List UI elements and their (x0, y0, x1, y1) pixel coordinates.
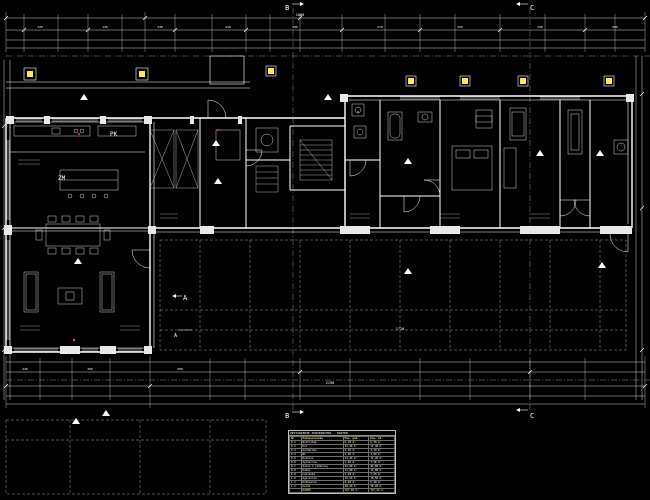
garage-dimension-label: 1720 (396, 327, 404, 331)
svg-text:120: 120 (102, 25, 108, 29)
axis-marker-b-top: B (285, 2, 304, 12)
roof-vent-accents (27, 68, 612, 84)
svg-text:250: 250 (457, 25, 463, 29)
overall-dimension-label: 1800 (296, 13, 304, 17)
svg-text:C: C (530, 412, 534, 420)
roof-vents (23, 55, 615, 87)
area-table-total-cell: RAZEM (300, 488, 344, 493)
section-markers: A A (172, 294, 192, 339)
svg-text:B: B (285, 412, 289, 420)
svg-text:410: 410 (225, 25, 231, 29)
svg-text:360: 360 (87, 367, 93, 371)
dimension-lines-top (3, 12, 648, 52)
svg-text:C: C (530, 4, 534, 12)
dimension-labels-bottom: 2190 1720 420 360 480 (22, 327, 404, 385)
section-marker-a: A (172, 294, 188, 302)
dimension-labels-top: 1800 320 120 330 410 290 370 250 340 600 (37, 13, 618, 29)
accent-points (72, 111, 359, 342)
room-tags: PK ZM (58, 131, 118, 182)
room-tag-pk: PK (110, 131, 118, 138)
svg-text:340: 340 (537, 25, 543, 29)
annotation-ticks (18, 159, 550, 331)
furniture (13, 103, 629, 313)
axis-marker-c-bottom: C (516, 408, 534, 420)
svg-text:A: A (174, 333, 177, 339)
stair-hatch (149, 129, 333, 193)
wall-sections (4, 94, 634, 354)
axis-markers: B C B C (285, 2, 534, 420)
area-table-total-cell: 167,90 m² (368, 488, 395, 493)
windows (6, 96, 580, 352)
room-tag-zm: ZM (58, 175, 66, 182)
doors (131, 99, 629, 269)
area-table-total-cell (289, 488, 302, 493)
svg-text:B: B (285, 4, 289, 12)
garage-outline (159, 239, 627, 351)
svg-text:480: 480 (177, 367, 183, 371)
axis-marker-b-bottom: B (285, 410, 304, 420)
svg-text:370: 370 (377, 25, 383, 29)
area-schedule-title: ZESTAWIENIE POWIERZCHNI - PARTER (289, 431, 395, 436)
svg-text:330: 330 (157, 25, 163, 29)
level-markers (72, 94, 606, 424)
structural-axes (6, 8, 650, 412)
terrace-outline (5, 419, 267, 495)
svg-text:A: A (183, 294, 188, 302)
area-schedule-table: ZESTAWIENIE POWIERZCHNI - PARTER Nr Pomi… (288, 430, 396, 494)
area-table-total-cell: 167,90 m² (342, 488, 370, 493)
axis-marker-c-top: C (516, 2, 534, 12)
dimension-lines-bottom (3, 356, 648, 408)
section-marker-a-2: A (174, 329, 192, 339)
overall-dimension-label-bottom: 2190 (326, 381, 334, 385)
svg-text:600: 600 (612, 25, 618, 29)
interior-walls (10, 100, 591, 232)
svg-text:320: 320 (37, 25, 43, 29)
svg-text:290: 290 (292, 25, 298, 29)
svg-text:420: 420 (22, 367, 28, 371)
